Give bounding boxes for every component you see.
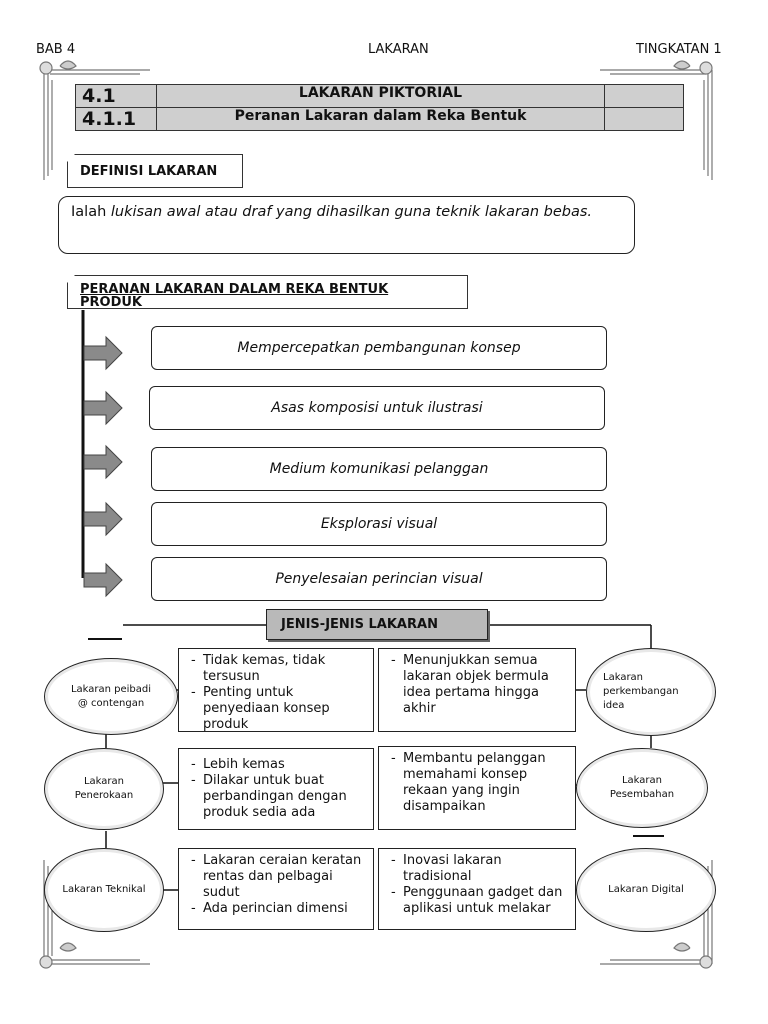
arrow-icon xyxy=(83,444,123,480)
role-item: Penyelesaian perincian visual xyxy=(151,557,607,601)
type-description: Tidak kemas, tidak tersusunPenting untuk… xyxy=(178,648,374,732)
desc-item: Dilakar untuk buat perbandingan dengan p… xyxy=(191,773,367,821)
type-ellipse-left: Lakaran peibadi @ contengan xyxy=(44,658,178,735)
type-description: Inovasi lakaran tradisionalPenggunaan ga… xyxy=(378,848,576,930)
desc-item: Penting untuk penyediaan konsep produk xyxy=(191,685,367,731)
desc-item: Ada perincian dimensi xyxy=(191,901,367,917)
chapter-label: BAB 4 xyxy=(36,42,76,57)
arrow-icon xyxy=(83,501,123,537)
type-description: Membantu pelanggan memahami konsep rekaa… xyxy=(378,746,576,830)
topic-label: LAKARAN xyxy=(368,42,429,57)
role-item: Medium komunikasi pelanggan xyxy=(151,447,607,491)
type-name: Lakaran Pesembahan xyxy=(609,775,675,800)
type-ellipse-right: Lakaran Digital xyxy=(576,848,716,932)
desc-item: Tidak kemas, tidak tersusun xyxy=(191,653,367,685)
role-item: Asas komposisi untuk ilustrasi xyxy=(149,386,605,430)
roles-label-cut: PRODUK xyxy=(80,295,143,309)
type-ellipse-left: Lakaran Penerokaan xyxy=(44,748,164,830)
definition-label: DEFINISI LAKARAN xyxy=(67,154,243,188)
type-name: Lakaran peibadi @ contengan xyxy=(70,683,152,709)
arrow-icon xyxy=(83,562,123,598)
type-description: Lebih kemasDilakar untuk buat perbanding… xyxy=(178,748,374,830)
desc-item: Membantu pelanggan memahami konsep rekaa… xyxy=(391,751,569,815)
types-label: JENIS-JENIS LAKARAN xyxy=(266,609,488,640)
type-name: Lakaran Penerokaan xyxy=(74,776,134,801)
type-description: Menunjukkan semua lakaran objek bermula … xyxy=(378,648,576,732)
definition-box: Ialah lukisan awal atau draf yang dihasi… xyxy=(58,196,635,254)
type-name: Lakaran Digital xyxy=(608,884,684,895)
role-item: Mempercepatkan pembangunan konsep xyxy=(151,326,607,370)
type-ellipse-left: Lakaran Teknikal xyxy=(44,848,164,932)
arrow-icon xyxy=(83,390,123,426)
section-title: LAKARAN PIKTORIAL xyxy=(156,84,605,108)
subsection-number: 4.1.1 xyxy=(75,107,157,131)
roles-label-text: PERANAN LAKARAN DALAM REKA BENTUK xyxy=(80,282,389,297)
blank-cell xyxy=(604,107,684,131)
definition-text: lukisan awal atau draf yang dihasilkan g… xyxy=(110,204,593,220)
title-table: 4.1 LAKARAN PIKTORIAL 4.1.1 Peranan Laka… xyxy=(75,84,684,131)
desc-item: Inovasi lakaran tradisional xyxy=(391,853,569,885)
subsection-title: Peranan Lakaran dalam Reka Bentuk xyxy=(156,107,605,131)
type-ellipse-right: Lakaran perkembangan idea xyxy=(586,648,716,736)
type-name: Lakaran Teknikal xyxy=(62,884,146,895)
arrow-icon xyxy=(83,335,123,371)
desc-item: Lebih kemas xyxy=(191,757,367,773)
section-number: 4.1 xyxy=(75,84,157,108)
roles-label: PERANAN LAKARAN DALAM REKA BENTUK PRODUK xyxy=(67,275,468,309)
definition-prefix: Ialah xyxy=(71,204,111,220)
desc-item: Lakaran ceraian keratan rentas dan pelba… xyxy=(191,853,367,901)
desc-item: Penggunaan gadget dan aplikasi untuk mel… xyxy=(391,885,569,917)
role-item: Eksplorasi visual xyxy=(151,502,607,546)
blank-cell xyxy=(604,84,684,108)
type-description: Lakaran ceraian keratan rentas dan pelba… xyxy=(178,848,374,930)
type-name: Lakaran perkembangan idea xyxy=(603,672,679,711)
type-ellipse-right: Lakaran Pesembahan xyxy=(576,748,708,828)
form-label: TINGKATAN 1 xyxy=(636,42,722,57)
desc-item: Menunjukkan semua lakaran objek bermula … xyxy=(391,653,569,717)
